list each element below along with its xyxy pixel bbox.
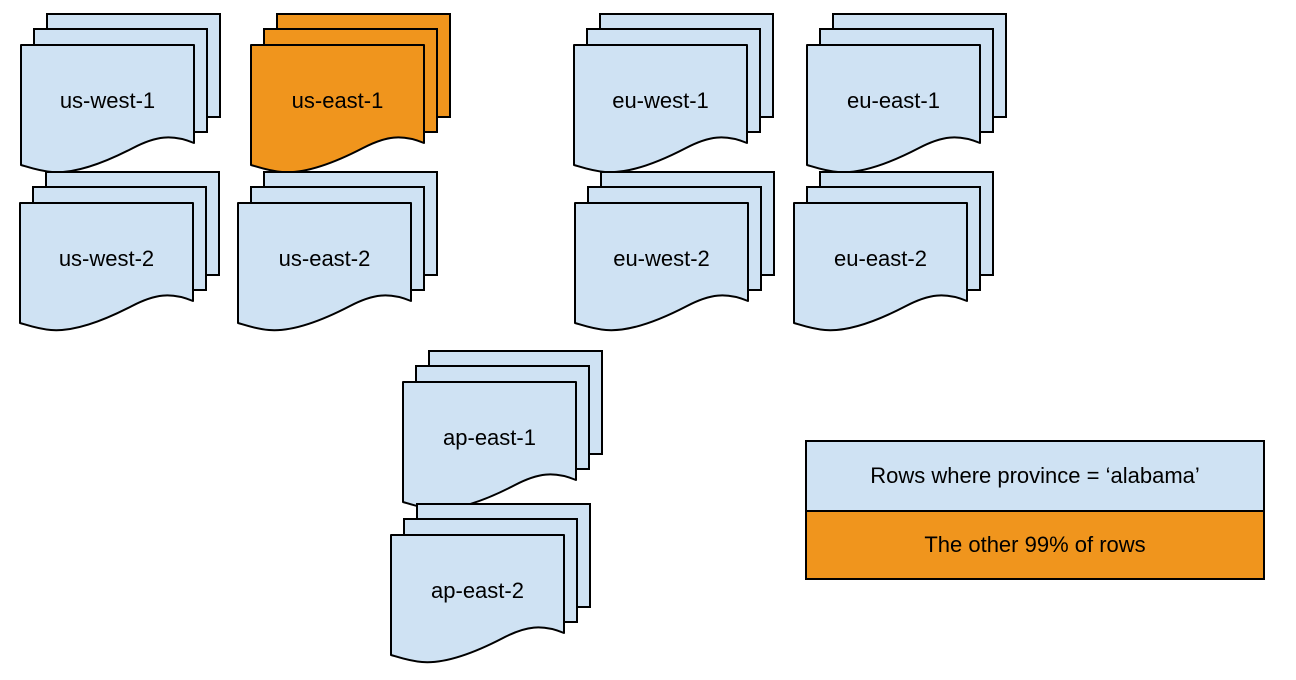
legend-label: Rows where province = ‘alabama’ [870,463,1200,488]
document-shape: us-west-1 [20,44,195,174]
stack-label: ap-east-1 [443,425,536,450]
region-stack-us-west-1: us-west-1 [20,13,222,176]
stack-label: eu-west-1 [612,88,709,113]
stack-label: us-west-1 [60,88,155,113]
document-shape: eu-east-2 [793,202,968,332]
region-stack-eu-west-2: eu-west-2 [574,171,776,334]
region-stack-us-east-2: us-east-2 [237,171,439,334]
document-shape: eu-east-1 [806,44,981,174]
document-shape: us-west-2 [19,202,194,332]
stack-label: eu-east-1 [847,88,940,113]
region-stack-us-east-1: us-east-1 [250,13,452,176]
region-stack-ap-east-2: ap-east-2 [390,503,592,666]
legend: Rows where province = ‘alabama’ The othe… [805,440,1265,580]
document-shape: eu-west-1 [573,44,748,174]
region-stack-ap-east-1: ap-east-1 [402,350,604,513]
stack-label: us-east-2 [279,246,371,271]
region-stack-us-west-2: us-west-2 [19,171,221,334]
legend-item-alabama-rows: Rows where province = ‘alabama’ [807,442,1263,512]
stack-label: us-west-2 [59,246,154,271]
stack-label: eu-west-2 [613,246,710,271]
region-stack-eu-east-2: eu-east-2 [793,171,995,334]
stack-label: us-east-1 [292,88,384,113]
document-shape: eu-west-2 [574,202,749,332]
document-shape: us-east-2 [237,202,412,332]
region-stack-eu-east-1: eu-east-1 [806,13,1008,176]
document-shape: ap-east-1 [402,381,577,511]
legend-label: The other 99% of rows [924,532,1146,557]
document-shape: ap-east-2 [390,534,565,664]
document-shape: us-east-1 [250,44,425,174]
region-stack-eu-west-1: eu-west-1 [573,13,775,176]
stack-label: eu-east-2 [834,246,927,271]
stack-label: ap-east-2 [431,578,524,603]
legend-item-other-rows: The other 99% of rows [807,512,1263,578]
